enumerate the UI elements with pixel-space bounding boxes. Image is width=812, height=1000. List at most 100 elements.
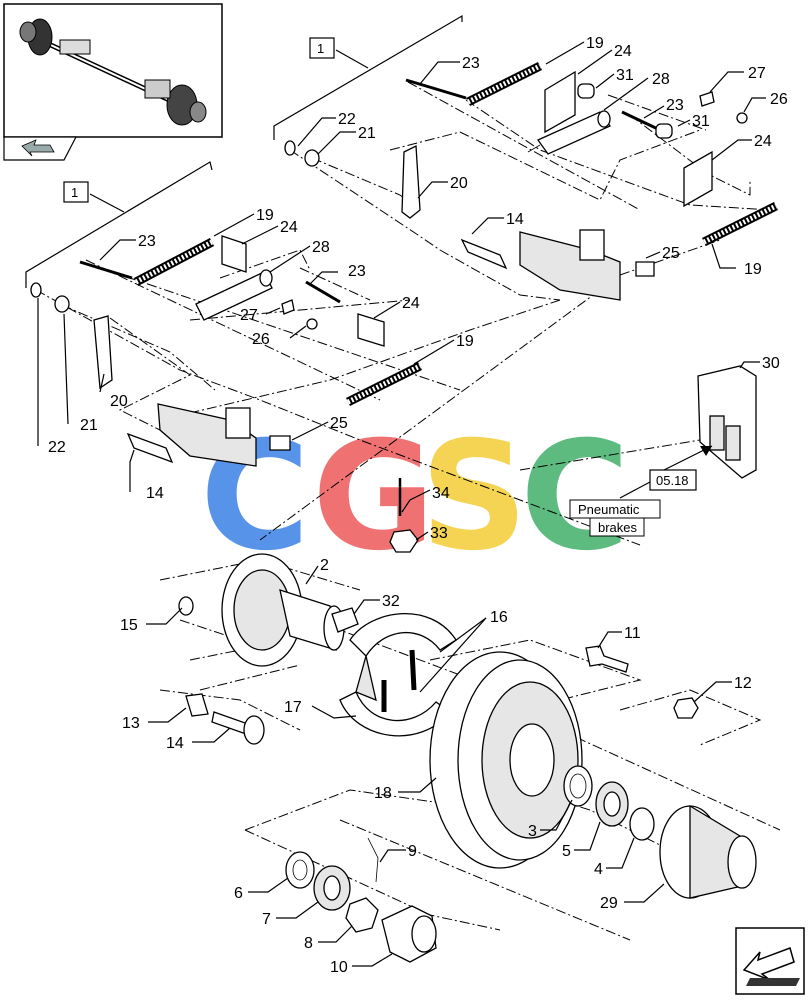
callout-28-a[interactable]: 28 (652, 71, 670, 88)
bracket-30[interactable] (697, 365, 757, 479)
plate-24-upper[interactable] (544, 70, 576, 134)
callout-33[interactable]: 33 (430, 525, 448, 542)
brake-anchor-plate-2[interactable] (221, 553, 345, 667)
callout-23-a[interactable]: 23 (462, 55, 480, 72)
callout-23-d[interactable]: 23 (348, 263, 366, 280)
plate-24-left-mid[interactable] (357, 313, 385, 347)
bushing-31-lower[interactable] (655, 123, 673, 139)
circlip-22-upper[interactable] (284, 140, 296, 156)
callout-5[interactable]: 5 (562, 843, 571, 860)
wheel-bolt-11[interactable] (585, 645, 629, 673)
callout-10[interactable]: 10 (330, 959, 348, 976)
nut-27-left[interactable] (281, 299, 295, 315)
callout-20-b[interactable]: 20 (110, 393, 128, 410)
callout-32[interactable]: 32 (382, 593, 400, 610)
thumbnail-panel[interactable] (3, 3, 223, 161)
lever-20-left[interactable] (93, 315, 113, 390)
bushing-31-upper[interactable] (577, 83, 595, 99)
spring-19-left-mid[interactable] (345, 361, 423, 407)
callout-28-b[interactable]: 28 (312, 239, 330, 256)
callout-8[interactable]: 8 (304, 935, 313, 952)
callout-31-b[interactable]: 31 (692, 113, 710, 130)
callout-14-c[interactable]: 14 (166, 735, 184, 752)
callout-19-c[interactable]: 19 (256, 207, 274, 224)
callout-11[interactable]: 11 (624, 625, 641, 642)
callout-7[interactable]: 7 (262, 911, 271, 928)
callout-6[interactable]: 6 (234, 885, 243, 902)
callout-19-a[interactable]: 19 (586, 35, 604, 52)
cylinder-28-left[interactable] (195, 269, 273, 321)
brake-drum-18[interactable] (429, 651, 583, 869)
bolt-32[interactable] (331, 607, 359, 633)
group-ref-box-upper[interactable] (309, 37, 335, 59)
callout-24-b[interactable]: 24 (754, 133, 772, 150)
callout-9[interactable]: 9 (408, 843, 417, 860)
callout-29[interactable]: 29 (600, 895, 618, 912)
callout-25-b[interactable]: 25 (330, 415, 348, 432)
plate-24-right[interactable] (683, 150, 713, 208)
callout-13[interactable]: 13 (122, 715, 140, 732)
back-arrow-icon[interactable] (3, 136, 77, 161)
lever-20-upper[interactable] (401, 144, 421, 219)
washer-21-left[interactable] (54, 295, 70, 313)
callout-20-a[interactable]: 20 (450, 175, 468, 192)
callout-25-a[interactable]: 25 (662, 245, 680, 262)
ref-box-0518[interactable]: 05.18 (619, 445, 713, 499)
callout-21-a[interactable]: 21 (358, 125, 376, 142)
cylinder-28-upper[interactable] (527, 110, 611, 155)
shaft-14-left[interactable] (126, 432, 174, 464)
callout-24-d[interactable]: 24 (402, 295, 420, 312)
circlip-22-left[interactable] (30, 282, 42, 298)
callout-27-a[interactable]: 27 (748, 65, 766, 82)
camshaft-14-lower[interactable] (211, 711, 265, 745)
circlip-15[interactable] (178, 596, 194, 616)
washer-21-upper[interactable] (304, 149, 320, 167)
hub-cap-10[interactable] (381, 905, 437, 963)
callout-19-d[interactable]: 19 (456, 333, 474, 350)
washer-26-left[interactable] (306, 318, 318, 330)
callout-23-c[interactable]: 23 (138, 233, 156, 250)
callout-12[interactable]: 12 (734, 675, 752, 692)
return-springs-16[interactable] (381, 649, 417, 712)
callout-18[interactable]: 18 (374, 785, 392, 802)
ring-4[interactable] (629, 807, 655, 841)
bolt-25-left[interactable] (269, 435, 291, 451)
axle-bracket-upper[interactable] (519, 231, 621, 301)
callout-14-b[interactable]: 14 (146, 485, 164, 502)
callout-22-a[interactable]: 22 (338, 111, 356, 128)
callout-24-c[interactable]: 24 (280, 219, 298, 236)
callout-16[interactable]: 16 (490, 609, 508, 626)
callout-14-a[interactable]: 14 (506, 211, 524, 228)
wheel-nut-12[interactable] (673, 697, 699, 719)
spring-19-left[interactable] (133, 238, 215, 286)
seal-3[interactable] (563, 765, 593, 807)
callout-23-b[interactable]: 23 (666, 97, 684, 114)
plate-24-left-top[interactable] (221, 235, 247, 273)
callout-26-b[interactable]: 26 (252, 331, 270, 348)
callout-22-b[interactable]: 22 (48, 439, 66, 456)
callout-21-b[interactable]: 21 (80, 417, 98, 434)
callout-31-a[interactable]: 31 (616, 67, 634, 84)
callout-27-b[interactable]: 27 (240, 307, 258, 324)
castle-nut-8[interactable] (345, 897, 379, 933)
spring-19-right[interactable] (701, 201, 779, 247)
callout-4[interactable]: 4 (594, 861, 603, 878)
shaft-14-upper[interactable] (460, 238, 508, 270)
spring-19-upper[interactable] (465, 61, 543, 107)
callout-34[interactable]: 34 (432, 485, 450, 502)
callout-2[interactable]: 2 (320, 557, 329, 574)
group-ref-box-left[interactable] (63, 181, 89, 203)
nut-27-upper[interactable] (699, 91, 715, 107)
bushing-13[interactable] (185, 693, 209, 717)
callout-24-a[interactable]: 24 (614, 43, 632, 60)
callout-15[interactable]: 15 (120, 617, 138, 634)
bolt-25-upper[interactable] (635, 261, 655, 277)
washer-26-upper[interactable] (736, 112, 748, 124)
callout-17[interactable]: 17 (284, 699, 302, 716)
seal-6[interactable] (285, 851, 315, 889)
nut-33[interactable] (389, 529, 419, 553)
callout-3[interactable]: 3 (528, 823, 537, 840)
wheel-hub-29[interactable] (659, 804, 757, 899)
callout-26-a[interactable]: 26 (770, 91, 788, 108)
callout-19-b[interactable]: 19 (744, 261, 762, 278)
